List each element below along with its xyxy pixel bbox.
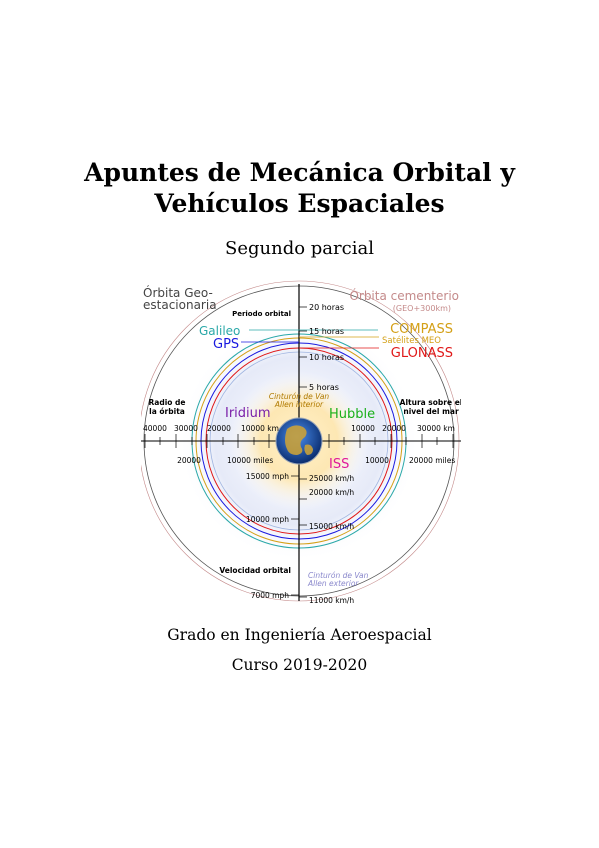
hours-20: 20 horas	[309, 303, 344, 312]
van-allen-outer-1: Cinturón de Van	[308, 571, 369, 580]
van-allen-inner-2: Allen interior	[274, 400, 324, 409]
label-leaders	[241, 329, 379, 349]
mph-7000: 7000 mph	[251, 591, 290, 600]
meo-label: Satélites MEO	[382, 335, 441, 346]
mi-10000: 10000 miles	[227, 456, 273, 465]
glonass-label: GLONASS	[391, 346, 453, 361]
subtitle: Segundo parcial	[225, 238, 374, 259]
van-allen-inner-1: Cinturón de Van	[269, 392, 330, 401]
alt-10000: 10000	[351, 424, 375, 433]
kmh-25000: 25000 km/h	[309, 474, 354, 483]
course-year: Curso 2019-2020	[231, 656, 368, 674]
axis-ticks	[144, 306, 454, 598]
km-40000: 40000	[143, 424, 167, 433]
kmh-11000: 11000 km/h	[309, 596, 354, 604]
mi-alt-10000: 10000	[365, 456, 389, 465]
mi-20000: 20000	[177, 456, 201, 465]
geo-label-2: estacionaria	[143, 298, 217, 312]
altitude-label-2: nivel del mar	[403, 407, 459, 416]
cemetery-sub: (GEO+300km)	[393, 304, 451, 313]
mph-15000: 15000 mph	[246, 472, 289, 481]
galileo-label: Galileo	[199, 324, 240, 338]
alt-30000: 30000 km	[417, 424, 455, 433]
kmh-20000: 20000 km/h	[309, 488, 354, 497]
mi-alt-20000: 20000 miles	[409, 456, 455, 465]
mph-10000: 10000 mph	[246, 515, 289, 524]
iridium-label: Iridium	[225, 406, 271, 421]
radius-label-2: la órbita	[149, 407, 185, 416]
hours-15: 15 horas	[309, 327, 344, 336]
geo-label-1: Órbita Geo-	[143, 285, 213, 300]
gps-label: GPS	[213, 337, 239, 352]
hours-5: 5 horas	[309, 383, 339, 392]
compass-label: COMPASS	[390, 322, 453, 337]
title-line-2: Vehículos Espaciales	[154, 189, 445, 218]
hubble-label: Hubble	[329, 407, 375, 422]
km-10000: 10000 km	[241, 424, 279, 433]
degree-name: Grado en Ingeniería Aeroespacial	[167, 626, 432, 644]
alt-20000: 20000	[382, 424, 406, 433]
orbit-diagram: Órbita Geo- estacionaria Periodo orbital…	[141, 280, 461, 604]
km-30000: 30000	[174, 424, 198, 433]
hours-10: 10 horas	[309, 353, 344, 362]
earth-continents	[285, 425, 313, 455]
altitude-label-1: Altura sobre el	[400, 398, 461, 407]
velocity-label: Velocidad orbital	[219, 566, 291, 575]
title-line-1: Apuntes de Mecánica Orbital y	[84, 158, 515, 187]
iss-label: ISS	[329, 457, 349, 472]
radius-label-1: Radio de	[149, 398, 186, 407]
van-allen-outer-2: Allen exterior	[307, 579, 359, 588]
kmh-15000: 15000 km/h	[309, 522, 354, 531]
cemetery-label: Órbita cementerio	[349, 288, 459, 303]
period-label: Periodo orbital	[232, 310, 291, 318]
km-20000: 20000	[207, 424, 231, 433]
